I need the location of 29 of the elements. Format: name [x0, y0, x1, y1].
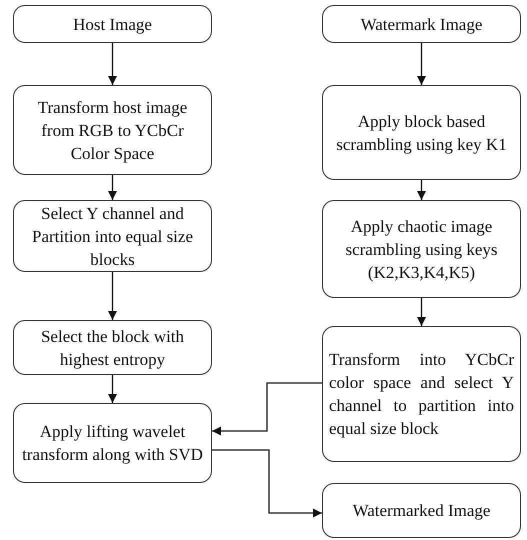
process-box — [13, 85, 212, 175]
box-text: Apply chaotic image scrambling using keys (K2,K3,K4,K5) — [344, 216, 499, 284]
arrow — [108, 272, 117, 320]
box-text: Host Image — [73, 14, 152, 36]
box-text: Apply lifting wavelet transform along with SVD — [21, 421, 204, 466]
process-box — [13, 403, 212, 483]
arrow — [108, 375, 117, 403]
box-text: Watermark Image — [360, 14, 482, 36]
process-box — [322, 5, 521, 43]
box-text: Transform into YCbCr color space and select Y channel to partition into equal size block — [329, 349, 514, 440]
box-text: Transform host image from RGB to YCbCr Color Space — [36, 96, 188, 164]
box-text: Apply block based scrambling using key K1 — [335, 110, 508, 156]
arrow — [212, 449, 322, 518]
box-text: Select Y channel and Partition into equal size blocks — [31, 202, 194, 270]
arrow — [108, 175, 117, 200]
box-text: Watermarked Image — [352, 500, 490, 522]
process-box — [322, 483, 521, 538]
arrow — [108, 43, 117, 85]
box-text: Select the block with highest entropy — [40, 326, 186, 370]
arrow — [417, 298, 426, 326]
process-box — [13, 200, 212, 272]
arrow — [212, 382, 322, 436]
process-box — [322, 85, 521, 180]
process-box — [13, 320, 212, 375]
arrow — [417, 43, 426, 85]
process-box — [322, 326, 521, 462]
arrow — [417, 180, 426, 200]
process-box — [322, 200, 521, 298]
process-box — [13, 5, 212, 43]
